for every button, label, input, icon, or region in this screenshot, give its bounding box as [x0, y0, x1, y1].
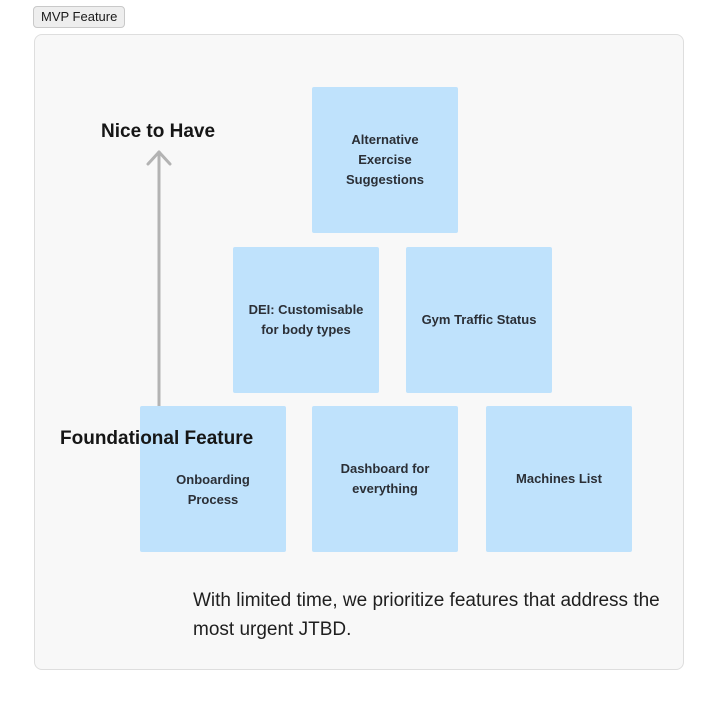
frame-title-tag[interactable]: MVP Feature [33, 6, 126, 28]
sticky-machines-list[interactable]: Machines List [486, 406, 632, 552]
axis-label-nice-to-have: Nice to Have [101, 121, 216, 142]
sticky-gym-traffic-status[interactable]: Gym Traffic Status [406, 247, 552, 393]
sticky-label: DEI: Customisable for body types [248, 302, 364, 337]
sticky-dashboard[interactable]: Dashboard for everything [312, 406, 458, 552]
axis-label-foundational-feature: Foundational Feature [60, 428, 254, 449]
sticky-alternative-exercise[interactable]: Alternative Exercise Suggestions [312, 87, 458, 233]
sticky-label: Alternative Exercise Suggestions [345, 132, 424, 187]
sticky-label: Dashboard for everything [340, 461, 430, 496]
caption-text: With limited time, we prioritize feature… [193, 590, 660, 640]
frame-title-label: MVP Feature [41, 9, 118, 24]
sticky-dei-customisable[interactable]: DEI: Customisable for body types [233, 247, 379, 393]
sticky-label: Gym Traffic Status [421, 312, 537, 327]
sticky-label: Machines List [516, 471, 602, 486]
sticky-onboarding-process[interactable]: Onboarding Process [140, 406, 286, 552]
priority-arrow-icon [146, 150, 172, 422]
sticky-label: Onboarding Process [176, 472, 250, 507]
